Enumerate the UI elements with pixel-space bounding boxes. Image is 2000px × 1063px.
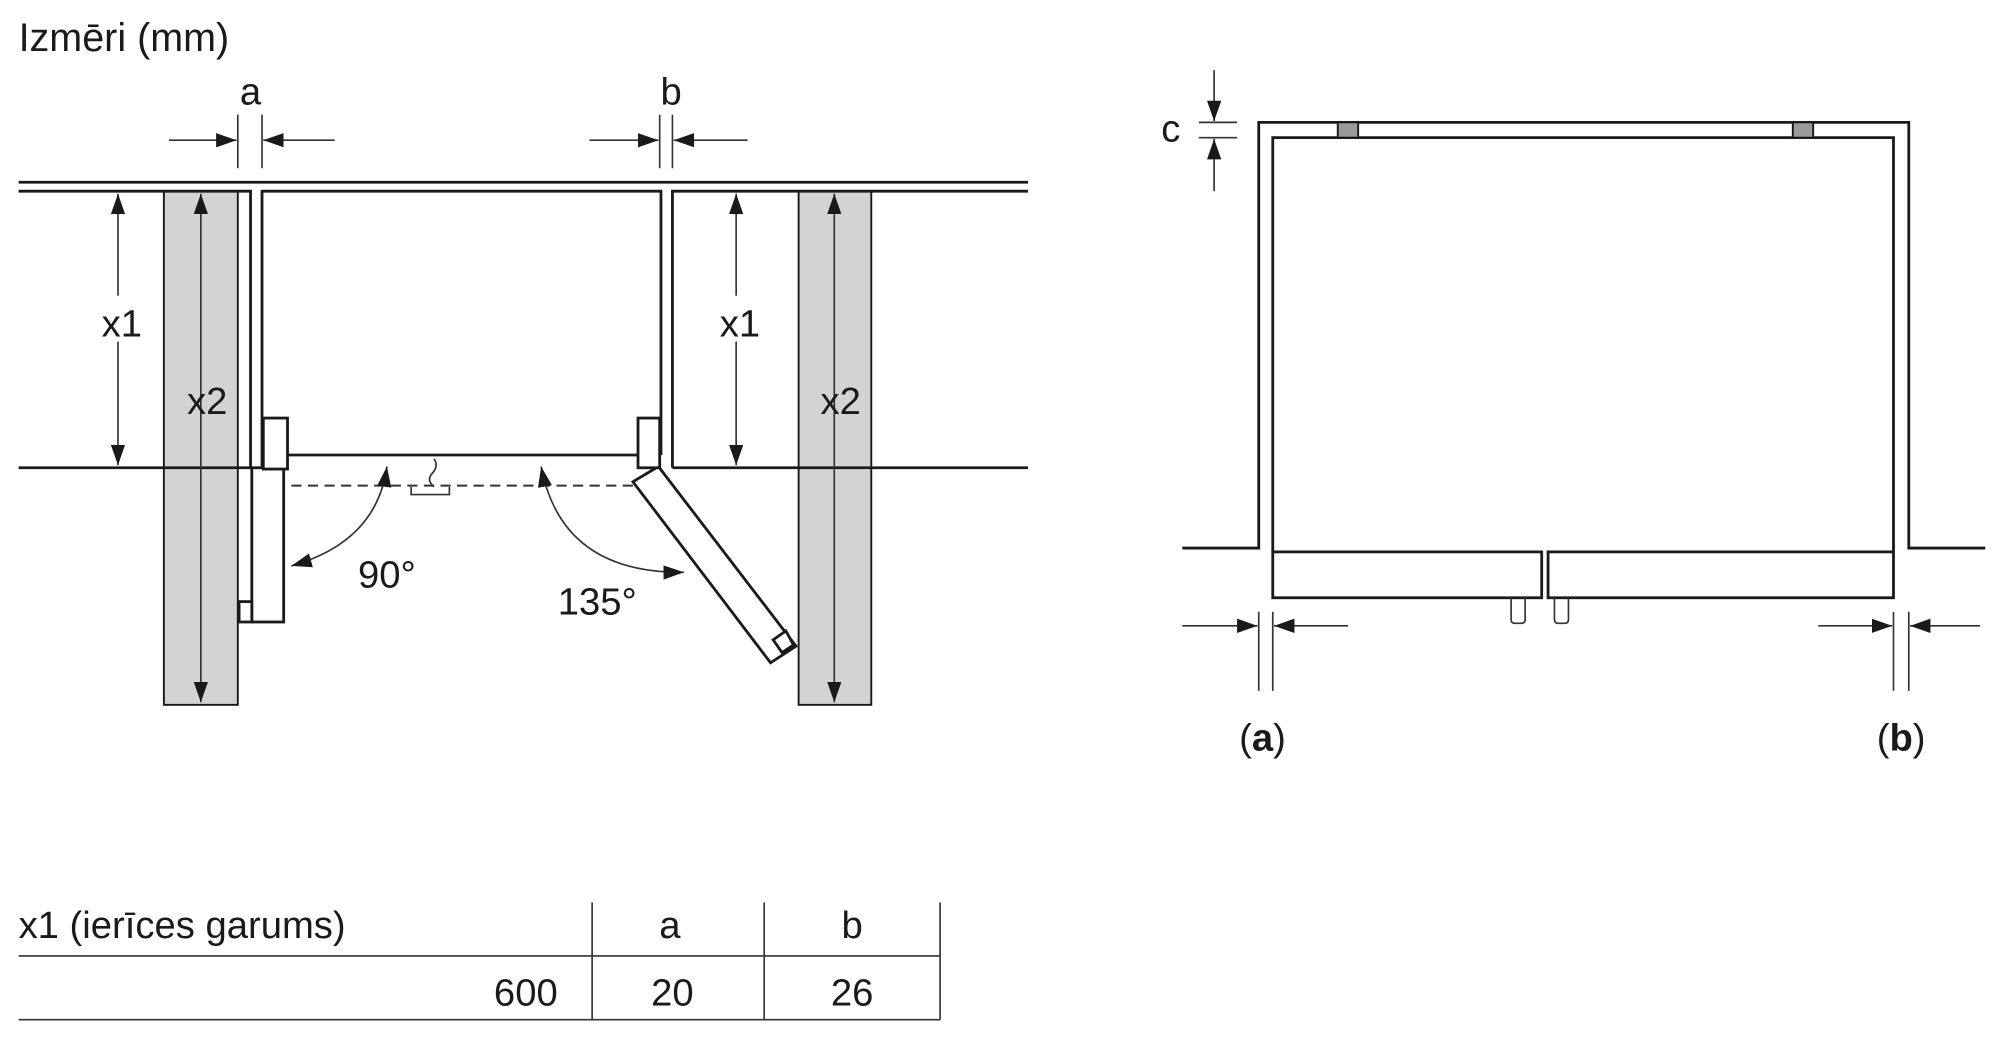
table-cell-b: 26 <box>831 972 874 1015</box>
door-opening-plan: x1 x1 x2 x2 a b 90° 135° <box>18 71 1029 706</box>
x2-label-right: x2 <box>820 380 860 423</box>
table-cell-x1: 600 <box>494 972 558 1015</box>
appliance-body <box>1271 136 1895 552</box>
x2-label-left: x2 <box>187 380 227 423</box>
niche-front-view: c (a) (b) <box>1161 70 1986 760</box>
foot-right <box>1553 597 1570 625</box>
gap-c-label: c <box>1161 107 1180 150</box>
x1-label-left: x1 <box>102 302 142 345</box>
table-header-b: b <box>842 904 863 947</box>
table-header-x1: x1 (ierīces garums) <box>19 904 346 947</box>
left-hinge <box>261 416 289 471</box>
gap-b-label-front: (b) <box>1877 717 1926 760</box>
ventilation-block-right <box>1791 121 1815 139</box>
niche-outline <box>1182 120 1986 550</box>
table-header-a: a <box>659 904 681 947</box>
angle-90-label: 90° <box>358 554 416 597</box>
gap-b-label: b <box>661 71 682 114</box>
plinth-right <box>1546 550 1895 600</box>
right-hinge <box>636 416 662 470</box>
ventilation-block-left <box>1336 121 1360 139</box>
gap-a-label: a <box>240 71 262 114</box>
dimensions-table: x1 (ierīces garums) a b 600 20 26 <box>19 902 941 1021</box>
angle-135-label: 135° <box>558 580 637 623</box>
plinth-left <box>1271 550 1544 600</box>
x1-label-right: x1 <box>720 302 760 345</box>
foot-left <box>1510 597 1526 625</box>
gap-a-label-front: (a) <box>1239 717 1286 760</box>
table-cell-a: 20 <box>651 972 694 1015</box>
page-title: Izmēri (mm) <box>19 16 230 60</box>
left-door-open-90 <box>250 466 286 624</box>
right-door-open-135 <box>630 464 799 665</box>
